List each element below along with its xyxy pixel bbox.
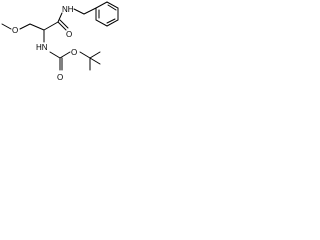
bond-alpha-carbonyl (43, 21, 59, 31)
ring-inner-2 (106, 18, 116, 24)
bond-carbonyl-nh (57, 12, 63, 23)
bond-carbonyl-o-2 (59, 19, 69, 29)
atom-carbamate-hn: HN (36, 43, 48, 52)
bond-nh-ch2 (73, 8, 85, 15)
chemical-structure-diagram: O NH O HN O O (1, 1, 119, 82)
bond-ch2-ring (83, 7, 97, 15)
bond-o-tertc (79, 51, 91, 59)
bond-tbu-me2 (89, 57, 101, 65)
atom-carbamate-o-ester: O (71, 48, 77, 57)
atom-methoxy-o: O (12, 26, 18, 35)
ring-inner-1 (107, 4, 117, 11)
bond-methyl-o (1, 23, 12, 30)
atom-amide-o: O (66, 30, 72, 39)
bond-carbamate-o-ester (59, 51, 71, 59)
bond-tbu-me1 (89, 51, 101, 59)
bond-carbonyl-o-1 (57, 21, 67, 31)
atom-carbamate-o-carbonyl: O (57, 73, 63, 82)
bond-o-ch2 (19, 23, 31, 30)
benzene-ring (95, 1, 119, 27)
bond-ch2-alpha (29, 23, 45, 31)
bond-hn-carbamate-c (49, 51, 61, 59)
bonds (1, 1, 119, 71)
atom-amide-nh: NH (62, 5, 74, 14)
atom-labels: O NH O HN O O (12, 5, 77, 82)
